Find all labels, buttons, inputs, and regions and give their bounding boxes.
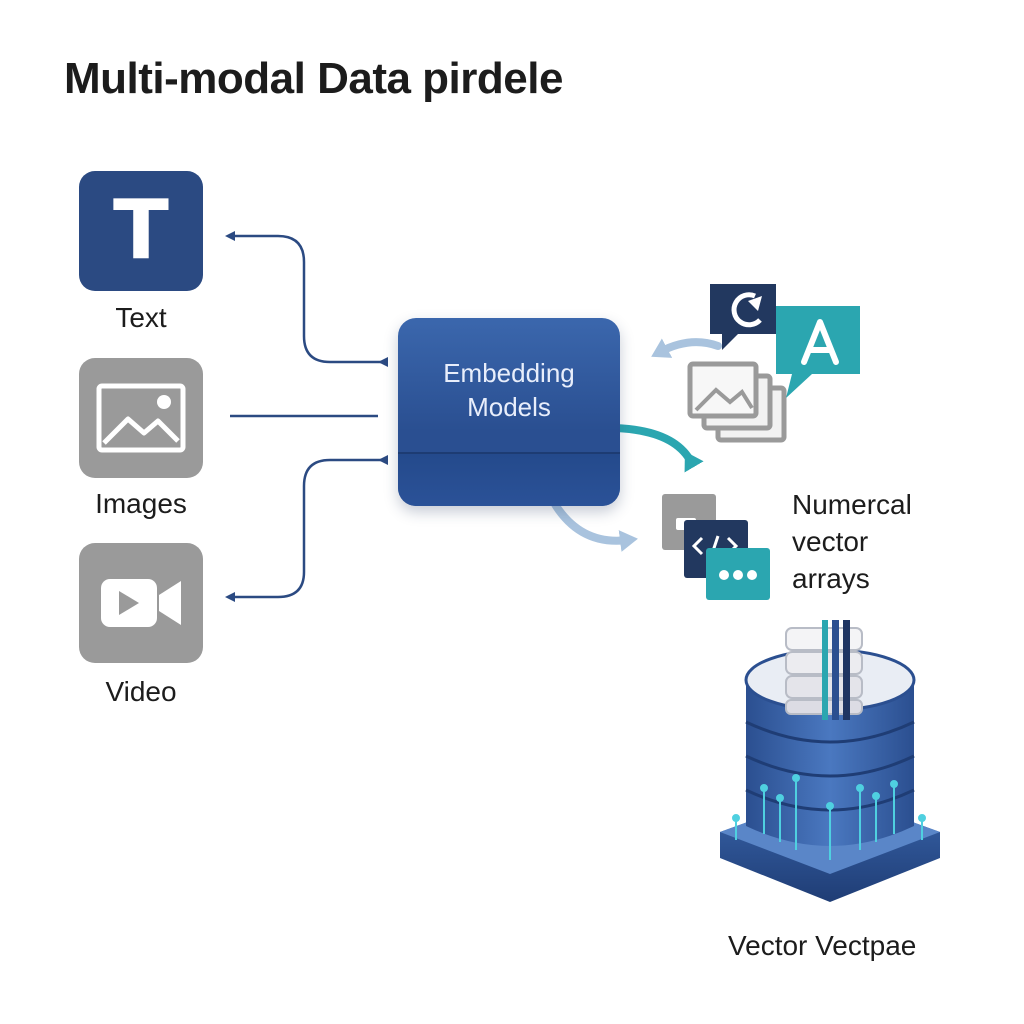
- video-connector: [225, 455, 388, 602]
- video-input-tile: [79, 543, 203, 663]
- text-letter-icon: T: [113, 183, 169, 278]
- refresh-icon: [710, 284, 776, 350]
- embedding-models-line1: Embedding: [443, 358, 575, 388]
- vector-arrays-line1: Numercal: [792, 489, 912, 520]
- text-input-tile: T: [79, 171, 203, 291]
- text-connector: [225, 231, 388, 367]
- embedding-models-base: [398, 452, 620, 506]
- embedding-models-block: Embedding Models: [398, 318, 620, 506]
- database-label: Vector Vectpae: [728, 930, 917, 961]
- video-camera-icon: [101, 579, 181, 627]
- images-input-tile: [79, 358, 203, 478]
- video-label: Video: [105, 676, 177, 707]
- text-label: Text: [115, 302, 167, 333]
- image-stack-icon: [687, 361, 787, 443]
- page-title: Multi-modal Data pirdele: [64, 54, 563, 103]
- embedding-models-label: Embedding Models: [398, 356, 620, 424]
- images-label: Images: [95, 488, 187, 519]
- vector-arrays-label: Numercal vector arrays: [792, 486, 912, 597]
- letter-a-icon: [776, 306, 860, 398]
- input-flow-arrow: [651, 338, 722, 358]
- image-icon: [96, 383, 186, 453]
- embedding-models-line2: Models: [467, 392, 551, 422]
- more-dots-icon: [706, 548, 770, 600]
- database-server-stack: [785, 620, 863, 720]
- vector-arrays-line2: vector: [792, 526, 869, 557]
- database-circuit-lines: [732, 774, 926, 860]
- vector-arrays-line3: arrays: [792, 563, 870, 594]
